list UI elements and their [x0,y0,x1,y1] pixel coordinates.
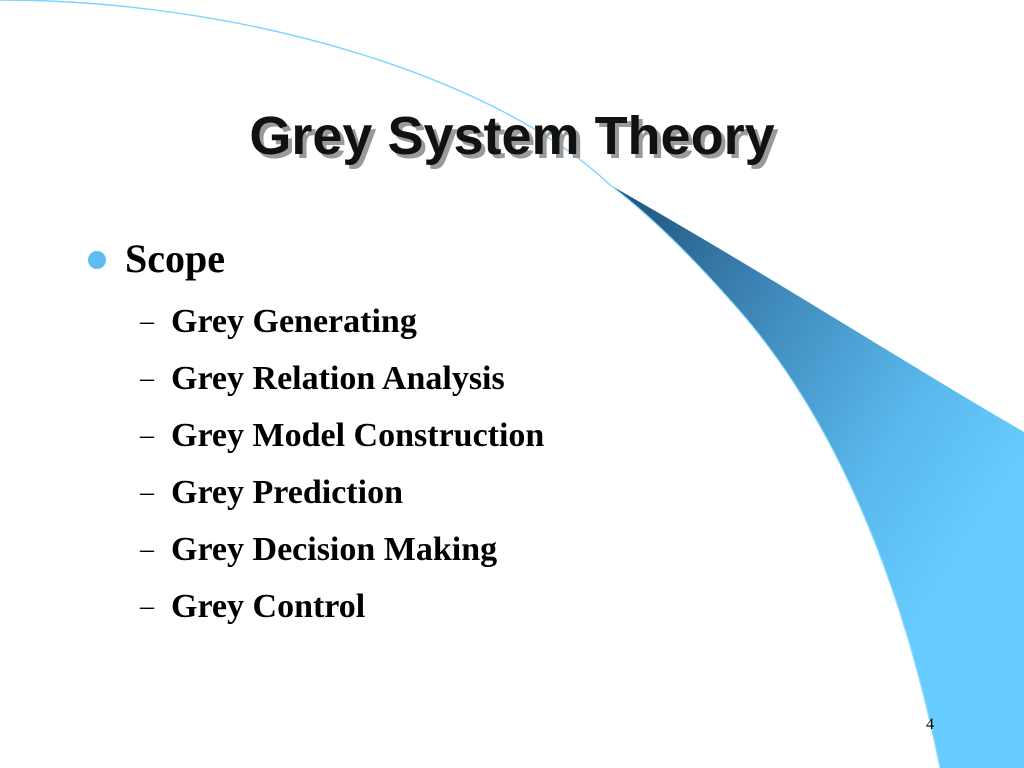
list-item: – Grey Generating [140,293,544,350]
page-number: 4 [926,716,934,733]
bullet-item-scope: Scope [88,233,225,283]
list-item-label: Grey Generating [171,302,417,340]
bullet-label: Scope [125,235,225,281]
list-item-label: Grey Control [171,587,366,625]
list-item: – Grey Prediction [140,464,544,521]
list-item-label: Grey Relation Analysis [171,359,505,397]
slide-title: Grey System Theory [249,106,775,166]
sub-bullet-list: – Grey Generating – Grey Relation Analys… [140,293,544,635]
dash-marker: – [140,305,154,337]
list-item: – Grey Model Construction [140,407,544,464]
dash-marker: – [140,590,154,622]
list-item: – Grey Decision Making [140,521,544,578]
list-item: – Grey Control [140,578,544,635]
dash-marker: – [140,533,154,565]
list-item-label: Grey Model Construction [171,416,545,454]
list-item-label: Grey Prediction [171,473,403,511]
round-bullet-icon [88,251,106,269]
dash-marker: – [140,476,154,508]
dash-marker: – [140,419,154,451]
list-item-label: Grey Decision Making [171,530,498,568]
list-item: – Grey Relation Analysis [140,350,544,407]
dash-marker: – [140,362,154,394]
